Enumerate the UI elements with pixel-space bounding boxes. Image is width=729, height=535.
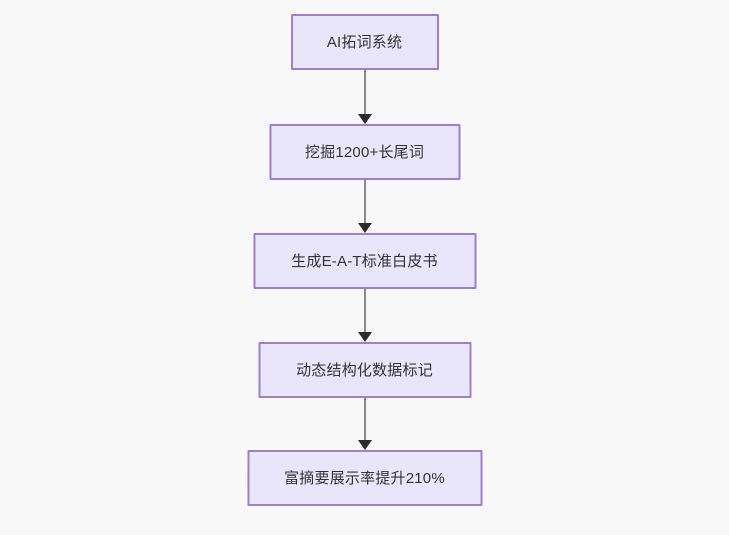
edge-line (363, 289, 366, 332)
flow-edge-n2-to-n3 (357, 180, 373, 233)
flow-edge-n4-to-n5 (357, 398, 373, 450)
down-arrow-icon (357, 332, 372, 342)
edge-line (363, 70, 366, 114)
flow-node-label: 生成E-A-T标准白皮书 (291, 252, 438, 270)
edge-line (363, 180, 366, 223)
edge-line (363, 398, 366, 440)
flow-node-generate-eat-whitepaper[interactable]: 生成E-A-T标准白皮书 (253, 233, 476, 289)
flow-node-ai-keyword-system[interactable]: AI拓词系统 (290, 14, 439, 70)
flow-node-label: 挖掘1200+长尾词 (304, 143, 425, 161)
flow-node-label: 动态结构化数据标记 (296, 361, 433, 379)
flow-edge-n1-to-n2 (357, 70, 373, 124)
flow-node-label: AI拓词系统 (326, 33, 403, 51)
flow-node-rich-snippet-impression-uplift[interactable]: 富摘要展示率提升210% (247, 450, 482, 506)
flow-node-mine-longtail-keywords[interactable]: 挖掘1200+长尾词 (269, 124, 460, 180)
down-arrow-icon (357, 440, 372, 450)
flow-node-dynamic-structured-data-markup[interactable]: 动态结构化数据标记 (258, 342, 471, 398)
flow-node-label: 富摘要展示率提升210% (284, 469, 445, 487)
down-arrow-icon (357, 114, 372, 124)
down-arrow-icon (357, 223, 372, 233)
flow-edge-n3-to-n4 (357, 289, 373, 342)
